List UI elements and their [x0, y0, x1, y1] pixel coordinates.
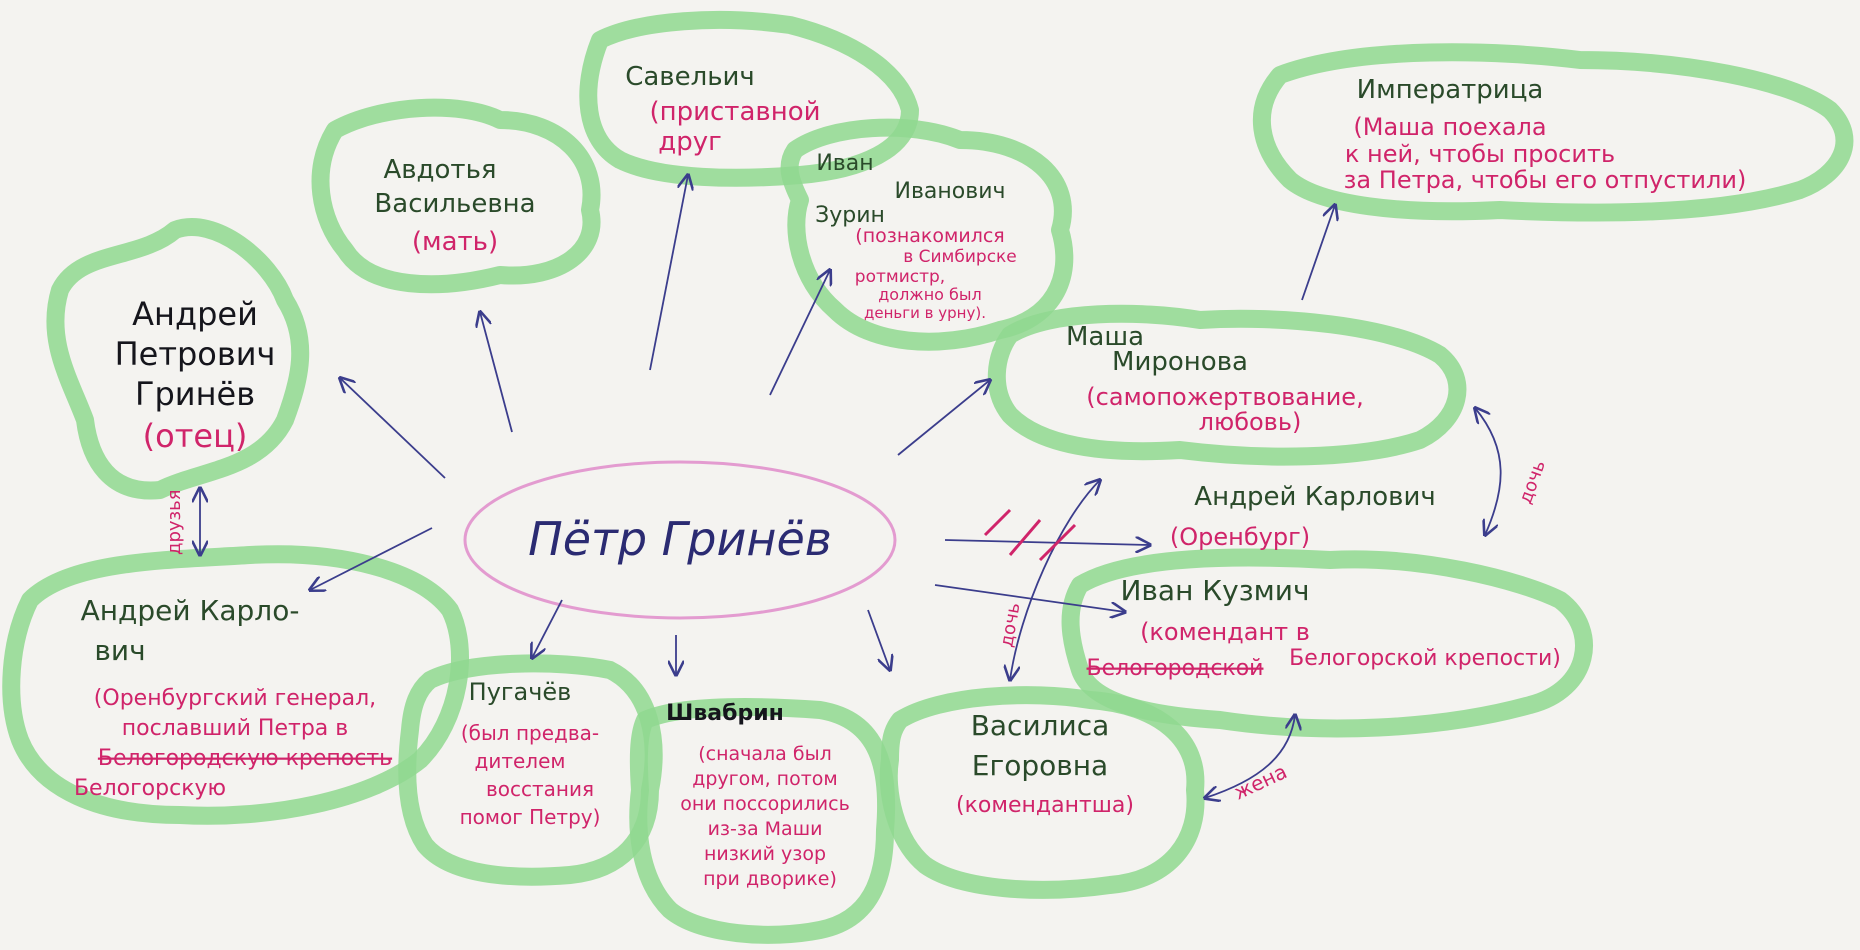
ivan-kuzmich-role-3: Белогорской крепости) [1289, 646, 1561, 671]
node-savelich: Савельич (приставной друг [625, 62, 820, 157]
zurin-role-5: деньги в урну). [864, 304, 986, 322]
node-ivan-kuzmich: Иван Кузмич (комендант в Белогородской Б… [1087, 574, 1561, 681]
arrow-ivan-vasilisa [1205, 715, 1295, 798]
blob-mother [311, 98, 601, 294]
empress-role-2: к ней, чтобы просить [1345, 140, 1615, 168]
andrei-k-left-role-1: (Оренбургский генерал, [94, 686, 376, 711]
masha-role-1: (самопожертвование, [1086, 383, 1363, 411]
empress-role-3: за Петра, чтобы его отпустили) [1344, 166, 1747, 194]
mother-line-2: Васильевна [374, 189, 535, 219]
andrei-k-left-role-2: пославший Петра в [122, 716, 348, 741]
shvabrin-name: Швабрин [666, 701, 784, 726]
masha-role-2: любовь) [1199, 408, 1302, 436]
zurin-role-3: ротмистр, [855, 267, 945, 287]
shvabrin-role-2: другом, потом [692, 768, 838, 790]
edge-label-wife: жена [1230, 759, 1291, 804]
father-role: (отец) [143, 417, 248, 455]
edge-label-fiance: дочь [996, 601, 1024, 649]
pugachev-role-1: (был предва- [461, 721, 599, 745]
ivan-kuzmich-role-2: Белогородской [1087, 656, 1264, 681]
ivan-kuzmich-role-1: (комендант в [1140, 618, 1310, 646]
father-line-2: Петрович [115, 335, 276, 373]
masha-line-2: Миронова [1112, 347, 1248, 377]
andrei-k-left-line-1: Андрей Карло- [81, 594, 300, 627]
arrow-to-pugachev [532, 599, 563, 658]
shvabrin-role-6: при дворике) [703, 868, 837, 890]
vasilisa-line-1: Василиса [971, 709, 1110, 742]
center-label: Пётр Гринёв [528, 512, 832, 566]
arrow-to-vasilisa [867, 609, 890, 670]
edge-label-friends: друзья [164, 489, 185, 555]
node-shvabrin: Швабрин (сначала был другом, потом они п… [666, 701, 850, 890]
father-line-3: Гринёв [135, 375, 255, 413]
father-line-1: Андрей [132, 295, 258, 333]
node-pugachev: Пугачёв (был предва- дителем восстания п… [460, 678, 601, 829]
andrei-k-right-name: Андрей Карлович [1194, 482, 1435, 512]
zurin-line-3: Зурин [815, 203, 885, 228]
andrei-k-left-role-4: Белогорскую [74, 776, 226, 801]
savelich-role-2: друг [658, 127, 722, 157]
shvabrin-role-1: (сначала был [698, 743, 831, 765]
node-father: Андрей Петрович Гринёв (отец) [115, 295, 276, 455]
zurin-line-1: Иван [816, 151, 873, 176]
pugachev-role-3: восстания [486, 777, 594, 801]
zurin-role-2: в Симбирске [903, 247, 1017, 267]
zurin-role-1: (познакомился [855, 225, 1004, 247]
andrei-k-left-role-3: Белогородскую крепость [98, 746, 392, 771]
arrow-ivan-masha-long [1010, 480, 1100, 680]
arrow-masha-empress [1301, 205, 1335, 301]
arrow-to-andrei-k-left [310, 527, 433, 590]
blob-father [46, 218, 310, 500]
pugachev-name: Пугачёв [469, 678, 572, 706]
arrow-masha-ivan-kuzmich [1475, 408, 1502, 535]
arrow-to-mother [480, 312, 513, 433]
mother-role: (мать) [412, 227, 498, 257]
blob-andrei-k-left [2, 545, 469, 825]
ivan-kuzmich-name: Иван Кузмич [1120, 574, 1309, 607]
blob-masha [987, 304, 1467, 466]
pugachev-role-4: помог Петру) [460, 805, 601, 829]
savelich-role-1: (приставной [649, 97, 820, 127]
node-andrei-k-right: Андрей Карлович (Оренбург) [1170, 482, 1436, 551]
vasilisa-role: (комендантша) [956, 793, 1134, 818]
blob-savelich [579, 11, 919, 187]
strike-3 [1038, 523, 1077, 562]
mother-line-1: Авдотья [383, 155, 496, 185]
arrow-to-zurin [769, 270, 830, 396]
center-ellipse [463, 460, 897, 620]
pugachev-role-2: дителем [475, 749, 566, 773]
edge-label-daughter: дочь [1515, 458, 1550, 507]
shvabrin-role-3: они поссорились [680, 793, 850, 815]
savelich-name: Савельич [625, 62, 755, 92]
strike-1 [983, 508, 1012, 537]
strike-2 [1008, 519, 1042, 556]
node-zurin: Иван Иванович Зурин (познакомился в Симб… [815, 151, 1017, 322]
node-empress: Императрица (Маша поехала к ней, чтобы п… [1344, 75, 1747, 194]
arrow-to-masha [897, 380, 990, 456]
empress-name: Императрица [1357, 75, 1544, 105]
empress-role-1: (Маша поехала [1353, 113, 1546, 141]
arrow-to-father [340, 378, 446, 479]
arrow-to-ivan-kuzmich [934, 584, 1125, 612]
masha-line-1: Маша [1066, 322, 1144, 352]
arrow-to-savelich [649, 175, 688, 371]
blob-empress [1252, 43, 1854, 222]
shvabrin-role-5: низкий узор [704, 843, 826, 865]
vasilisa-line-2: Егоровна [972, 749, 1108, 782]
zurin-role-4: должно был [878, 285, 982, 304]
node-mother: Авдотья Васильевна (мать) [374, 155, 535, 257]
node-vasilisa: Василиса Егоровна (комендантша) [956, 709, 1134, 818]
andrei-k-left-line-2: вич [94, 634, 145, 667]
andrei-k-right-role: (Оренбург) [1170, 523, 1310, 551]
zurin-line-2: Иванович [894, 179, 1005, 204]
shvabrin-role-4: из-за Маши [708, 818, 823, 840]
node-masha: Маша Миронова (самопожертвование, любовь… [1066, 322, 1364, 436]
node-andrei-k-left: Андрей Карло- вич (Оренбургский генерал,… [74, 594, 392, 801]
arrow-to-andrei-k-right [944, 540, 1150, 545]
